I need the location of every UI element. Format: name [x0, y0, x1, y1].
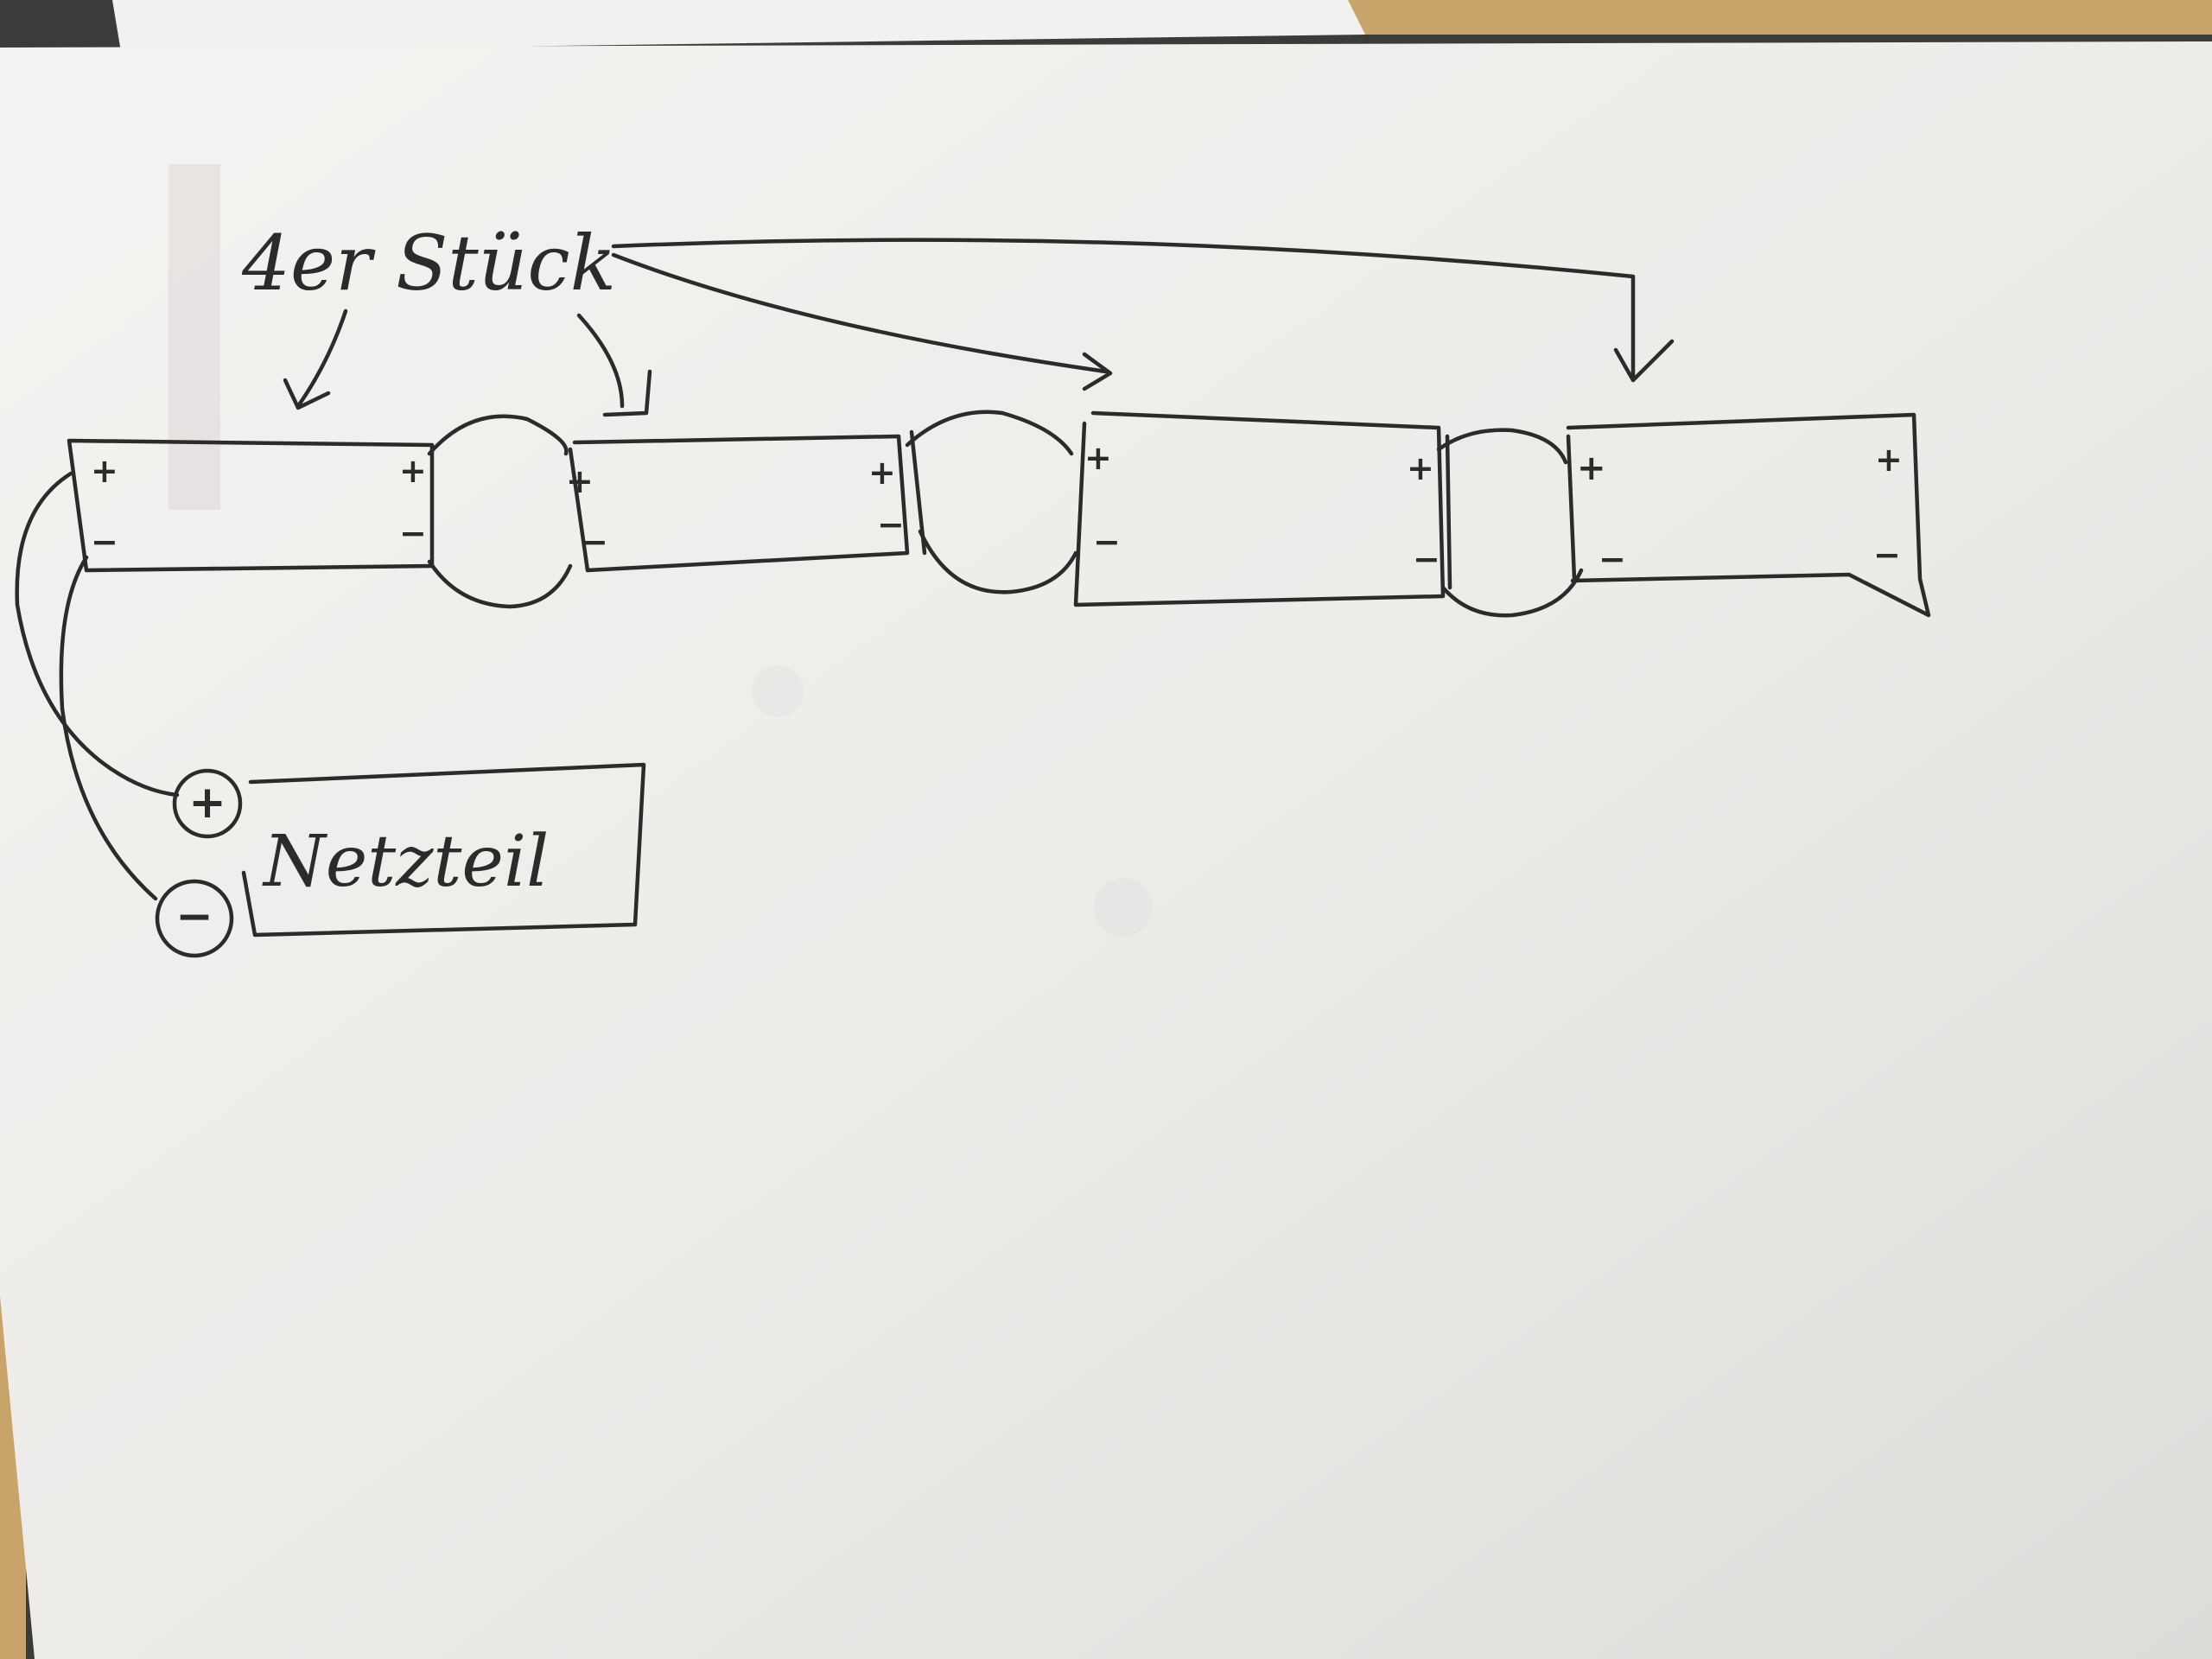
segment1-minus-left: −: [91, 523, 118, 561]
label-arrows: [283, 238, 1675, 417]
segment1-minus-right: −: [399, 514, 427, 552]
connector-1: [427, 414, 573, 609]
segment3-plus-left: +: [1084, 439, 1112, 477]
strip-segment-3: + − + −: [1073, 410, 1446, 607]
connector-2: [905, 410, 1078, 594]
segment2-minus-right: −: [877, 505, 905, 543]
segment2-plus-left: +: [566, 462, 594, 500]
paper-sheet: [0, 41, 2212, 1659]
strip-segment-2: + − + −: [566, 434, 910, 573]
segment1-plus-right: +: [399, 452, 427, 490]
bleed-through-marks: [168, 164, 1153, 937]
led-strip: + − + − + − + − + − + − + − + −: [67, 410, 1931, 618]
strip-label: 4er Stück: [241, 219, 616, 308]
segment3-minus-left: −: [1093, 523, 1121, 561]
segment3-plus-right: +: [1407, 449, 1434, 487]
segment1-plus-left: +: [91, 452, 118, 490]
power-minus-sign: −: [175, 891, 213, 943]
supply-wires: [15, 471, 180, 901]
power-supply-label: Netzteil: [262, 821, 549, 903]
connector-3: [1436, 428, 1584, 618]
segment3-minus-right: −: [1413, 540, 1440, 578]
strip-segment-4: + − + −: [1566, 412, 1931, 618]
power-plus-sign: +: [188, 777, 226, 829]
segment4-plus-left: +: [1577, 448, 1606, 488]
power-plus-terminal: +: [172, 768, 243, 839]
segment4-plus-right: +: [1875, 441, 1903, 479]
segment4-minus-right: −: [1873, 536, 1901, 574]
power-supply: Netzteil + −: [155, 762, 646, 958]
segment4-minus-left: −: [1599, 540, 1626, 578]
segment2-minus-left: −: [581, 523, 608, 561]
power-minus-terminal: −: [155, 879, 234, 958]
segment2-plus-right: +: [868, 454, 896, 492]
